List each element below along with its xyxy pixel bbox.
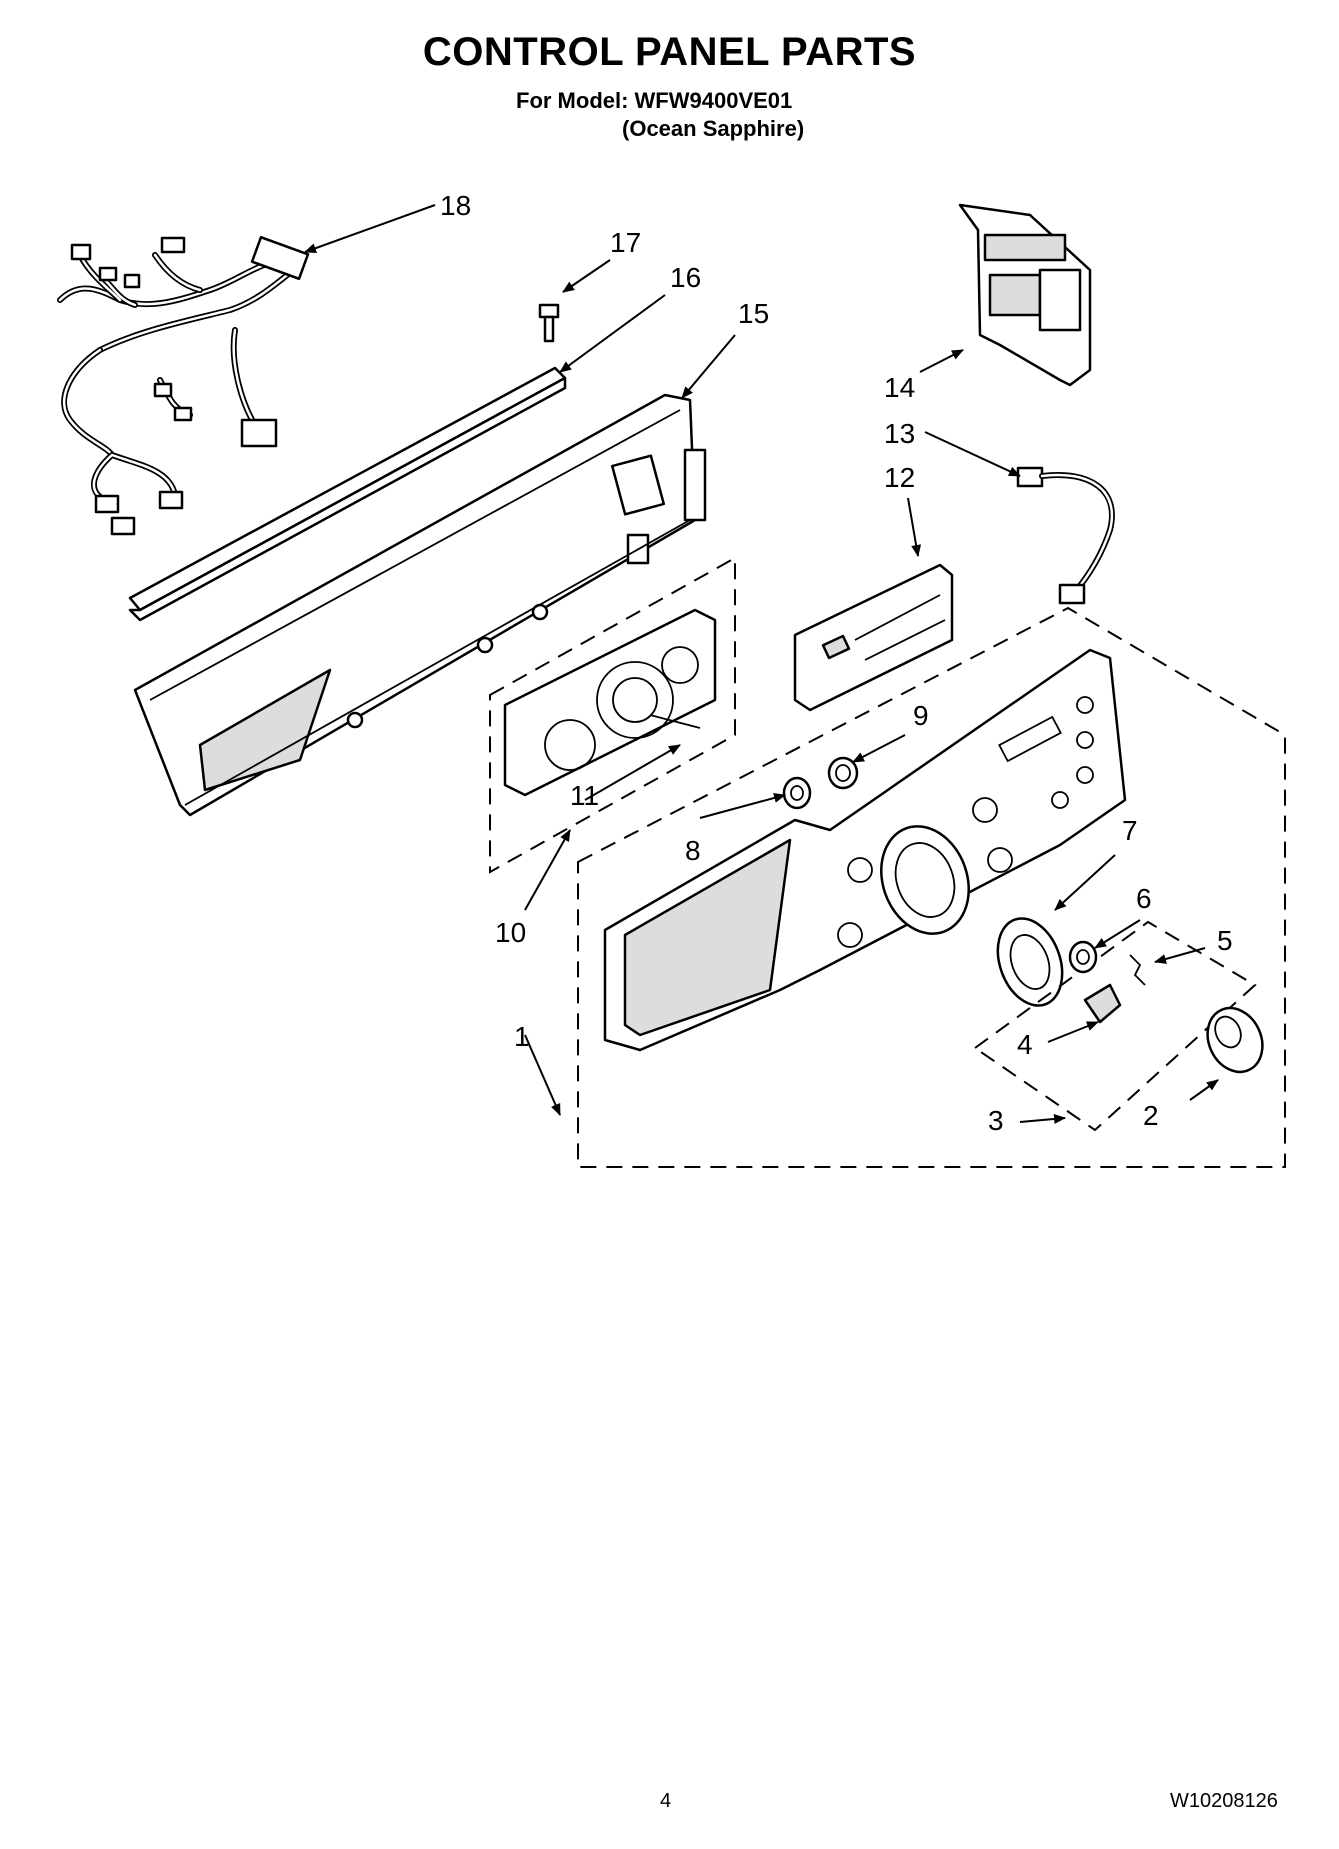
callout-11: 11 <box>570 780 599 811</box>
display-board <box>793 563 954 712</box>
callout-9: 9 <box>913 700 929 731</box>
callout-8: 8 <box>685 835 701 866</box>
callout-18: 18 <box>440 190 471 221</box>
spring-clip <box>1129 954 1146 986</box>
knob-bezel <box>996 917 1064 1007</box>
callout-2: 2 <box>1143 1100 1159 1131</box>
callout-14: 14 <box>884 372 915 403</box>
page-title: CONTROL PANEL PARTS <box>422 30 917 74</box>
callout-12: 12 <box>884 462 915 493</box>
callout-4: 4 <box>1017 1029 1033 1060</box>
callout-15: 15 <box>738 298 769 329</box>
callout-numbers: 1 2 3 4 5 6 7 8 9 10 11 12 13 14 15 16 1… <box>440 190 1233 1136</box>
push-button-small <box>782 776 812 810</box>
wire-harness <box>57 235 310 536</box>
push-button <box>827 756 859 790</box>
trim-strip <box>128 366 567 622</box>
callout-16: 16 <box>670 262 701 293</box>
control-electronics <box>503 608 717 797</box>
callout-5: 5 <box>1217 925 1233 956</box>
callout-1: 1 <box>514 1021 530 1052</box>
callout-3: 3 <box>988 1105 1004 1136</box>
callout-6: 6 <box>1136 883 1152 914</box>
callout-13: 13 <box>884 418 915 449</box>
knob-insert <box>1068 940 1098 974</box>
page-number: 4 <box>660 1790 672 1812</box>
ribbon-cable <box>1016 466 1115 605</box>
console-frame <box>133 393 707 817</box>
console-panel <box>603 648 1127 1052</box>
color-line: (Ocean Sapphire) <box>622 116 805 141</box>
callout-7: 7 <box>1122 815 1138 846</box>
knob-shaft <box>1083 983 1122 1024</box>
main-control-board <box>958 203 1092 387</box>
knob <box>1206 1006 1264 1074</box>
console-assembly-group <box>577 606 1286 1168</box>
screw <box>538 303 560 343</box>
callout-17: 17 <box>610 227 641 258</box>
document-code: W10208126 <box>1170 1790 1278 1812</box>
leader-lines <box>304 204 1219 1124</box>
callout-10: 10 <box>495 917 526 948</box>
model-line: For Model: WFW9400VE01 <box>516 88 793 113</box>
electronic-assembly-group <box>489 556 736 874</box>
